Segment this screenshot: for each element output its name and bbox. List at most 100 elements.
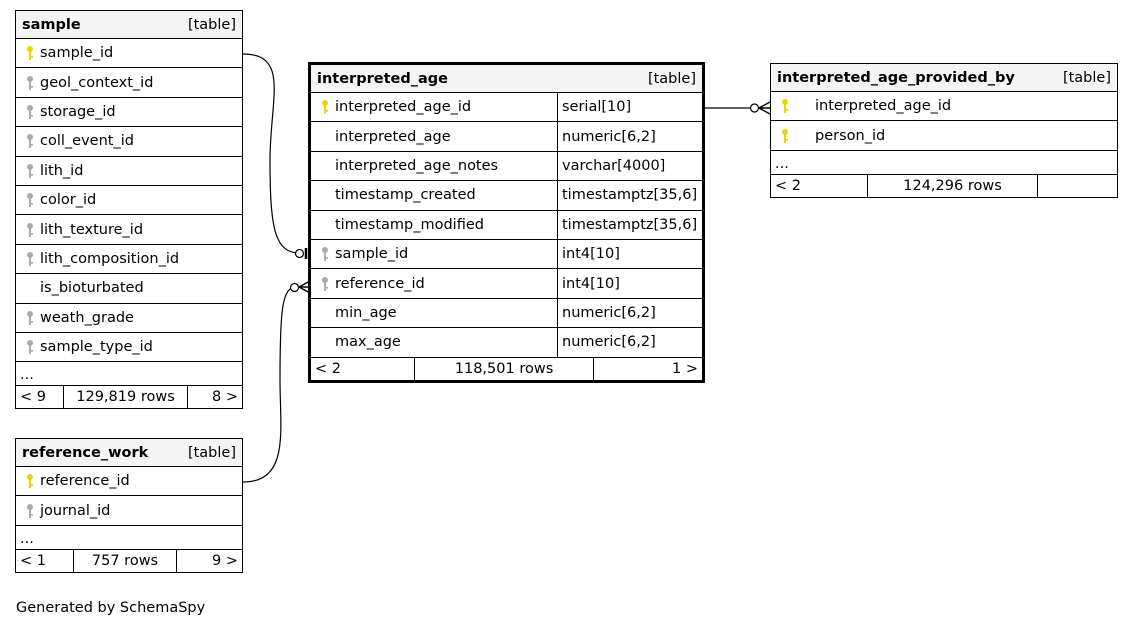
column-name: timestamp_created [335,187,476,204]
column-name: sample_id [335,246,409,263]
column-row[interactable]: coll_event_id [16,127,242,157]
column-row[interactable]: geol_context_id [16,68,242,98]
column-name: timestamp_modified [335,216,484,233]
column-row[interactable]: sample_id [16,39,242,69]
primary-key-icon [315,93,335,121]
column-row[interactable]: is_bioturbated [16,274,242,304]
table-name: interpreted_age [317,70,448,87]
table-interpreted-age[interactable]: interpreted_age [table] interpreted_age_… [308,62,705,383]
column-row[interactable]: color_id [16,186,242,216]
column-name: color_id [40,192,97,209]
link-end-circle [289,282,300,293]
no-key-spacer [315,181,335,209]
column-name: interpreted_age_id [815,98,952,115]
column-row[interactable]: min_age numeric[6,2] [311,298,702,329]
primary-key-icon [775,121,795,149]
table-footer: < 2 124,296 rows [771,174,1117,197]
column-row[interactable]: lith_texture_id [16,215,242,245]
foreign-key-icon [20,186,40,214]
footer-parents[interactable]: < 1 [16,549,74,572]
column-row[interactable]: lith_composition_id [16,245,242,275]
table-footer: < 1 757 rows 9 > [16,549,242,572]
link-end-circle [294,248,305,259]
column-type: numeric[6,2] [557,328,702,357]
column-name: max_age [335,334,401,351]
footer-row-count: 129,819 rows [64,386,188,409]
link-sample-to-interpreted-age [242,53,301,254]
column-name: person_id [815,127,886,144]
no-key-spacer [315,152,335,180]
more-columns: ... [16,526,242,550]
column-name: min_age [335,304,397,321]
primary-key-icon [20,39,40,67]
footer-parents[interactable]: < 9 [16,386,64,409]
footer-children[interactable] [1038,175,1117,197]
column-name: interpreted_age_notes [335,157,499,174]
column-name: interpreted_age_id [335,99,472,116]
column-row[interactable]: reference_id [16,467,242,497]
table-interpreted-age-provided-by[interactable]: interpreted_age_provided_by [table] inte… [770,63,1118,198]
footer-row-count: 124,296 rows [868,174,1038,197]
column-name: journal_id [40,502,111,519]
no-key-spacer [315,299,335,327]
no-key-spacer [315,328,335,356]
column-name: sample_type_id [40,339,153,356]
footer-children[interactable]: 1 > [672,360,698,377]
table-footer: < 9 129,819 rows 8 > [16,386,242,409]
no-key-spacer [315,122,335,150]
foreign-key-icon [315,269,335,297]
column-type: timestamptz[35,6] [557,210,702,239]
no-key-spacer [315,211,335,239]
more-columns: ... [16,362,242,387]
link-end-circle [749,103,760,113]
column-row[interactable]: timestamp_modified timestamptz[35,6] [311,210,702,240]
table-header: sample [table] [16,11,242,39]
footer-row-count: 118,501 rows [415,357,594,380]
primary-key-icon [20,467,40,495]
column-name: geol_context_id [40,74,154,91]
column-name: lith_texture_id [40,221,144,238]
table-header: interpreted_age [table] [311,65,702,93]
column-row[interactable]: max_age numeric[6,2] [311,328,702,358]
column-name: coll_event_id [40,133,134,150]
footer-children[interactable]: 9 > [212,552,238,569]
column-type: numeric[6,2] [557,298,702,328]
column-name: sample_id [40,45,114,62]
column-row[interactable]: journal_id [16,496,242,526]
no-key-spacer [20,274,40,302]
column-row[interactable]: person_id [771,121,1117,151]
foreign-key-icon [20,157,40,185]
footer-children[interactable]: 8 > [212,389,238,406]
foreign-key-icon [20,496,40,524]
generated-by-label: Generated by SchemaSpy [16,600,206,616]
column-row[interactable]: lith_id [16,157,242,186]
column-row[interactable]: storage_id [16,98,242,128]
table-kind: [table] [187,444,236,461]
table-name: interpreted_age_provided_by [777,69,1015,86]
column-name: weath_grade [40,309,134,326]
primary-key-icon [775,92,795,120]
foreign-key-icon [20,245,40,273]
table-header: reference_work [table] [16,439,242,467]
column-row[interactable]: interpreted_age_id [771,92,1117,122]
foreign-key-icon [20,98,40,126]
foreign-key-icon [20,68,40,96]
column-row[interactable]: weath_grade [16,304,242,333]
link-end-crowsfoot [758,101,771,115]
column-name: reference_id [335,275,425,292]
table-header: interpreted_age_provided_by [table] [771,64,1117,92]
column-row[interactable]: sample_type_id [16,333,242,363]
table-kind: [table] [187,16,236,33]
foreign-key-icon [20,127,40,155]
footer-row-count: 757 rows [74,549,177,572]
footer-parents[interactable]: < 2 [771,174,868,197]
footer-parents[interactable]: < 2 [311,357,415,380]
